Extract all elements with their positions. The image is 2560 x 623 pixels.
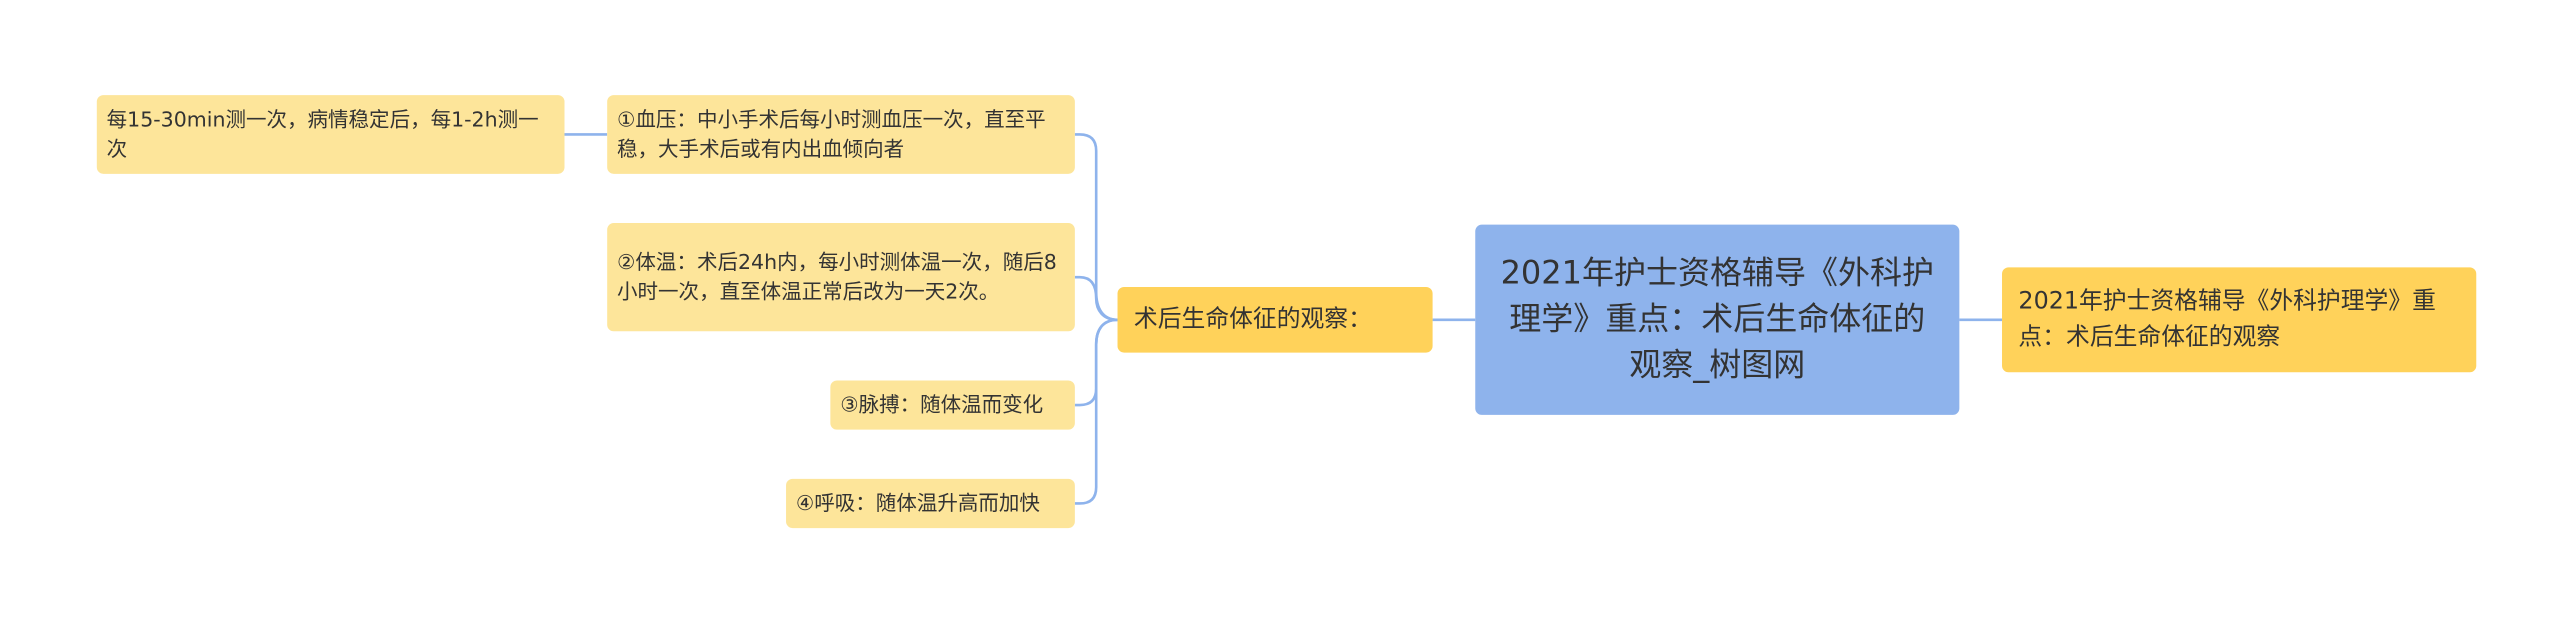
central-topic-node[interactable]: 2021年护士资格辅导《外科护理学》重点：术后生命体征的观察_树图网 (1475, 224, 1960, 415)
detail-node[interactable]: 每15-30min测一次，病情稳定后，每1-2h测一次 (96, 95, 565, 174)
subtopic-respiration-node[interactable]: ④呼吸：随体温升高而加快 (786, 478, 1075, 529)
subtopic-pulse-node[interactable]: ③脉搏：随体温而变化 (830, 380, 1075, 430)
central-topic-text: 2021年护士资格辅导《外科护理学》重点：术后生命体征的观察_树图网 (1500, 254, 1935, 384)
right-topic-node[interactable]: 2021年护士资格辅导《外科护理学》重点：术后生命体征的观察 (2002, 267, 2477, 373)
subtopic-respiration-text: ④呼吸：随体温升高而加快 (795, 490, 1040, 515)
connector-left-sub4 (1074, 318, 1118, 505)
right-topic-text: 2021年护士资格辅导《外科护理学》重点：术后生命体征的观察 (2018, 288, 2436, 351)
subtopic-pulse-text: ③脉搏：随体温而变化 (840, 391, 1044, 417)
subtopic-temperature-node[interactable]: ②体温：术后24h内，每小时测体温一次，随后8小时一次，直至体温正常后改为一天2… (607, 223, 1075, 332)
detail-text: 每15-30min测一次，病情稳定后，每1-2h测一次 (106, 106, 539, 161)
subtopic-blood-pressure-node[interactable]: ①血压：中小手术后每小时测血压一次，直至平稳，大手术后或有内出血倾向者 (607, 95, 1075, 174)
left-topic-node[interactable]: 术后生命体征的观察： (1117, 287, 1433, 353)
left-topic-text: 术后生命体征的观察： (1133, 306, 1372, 333)
subtopic-temperature-text: ②体温：术后24h内，每小时测体温一次，随后8小时一次，直至体温正常后改为一天2… (617, 249, 1057, 304)
connector-left-sub2 (1074, 275, 1118, 322)
subtopic-blood-pressure-text: ①血压：中小手术后每小时测血压一次，直至平稳，大手术后或有内出血倾向者 (617, 106, 1046, 161)
